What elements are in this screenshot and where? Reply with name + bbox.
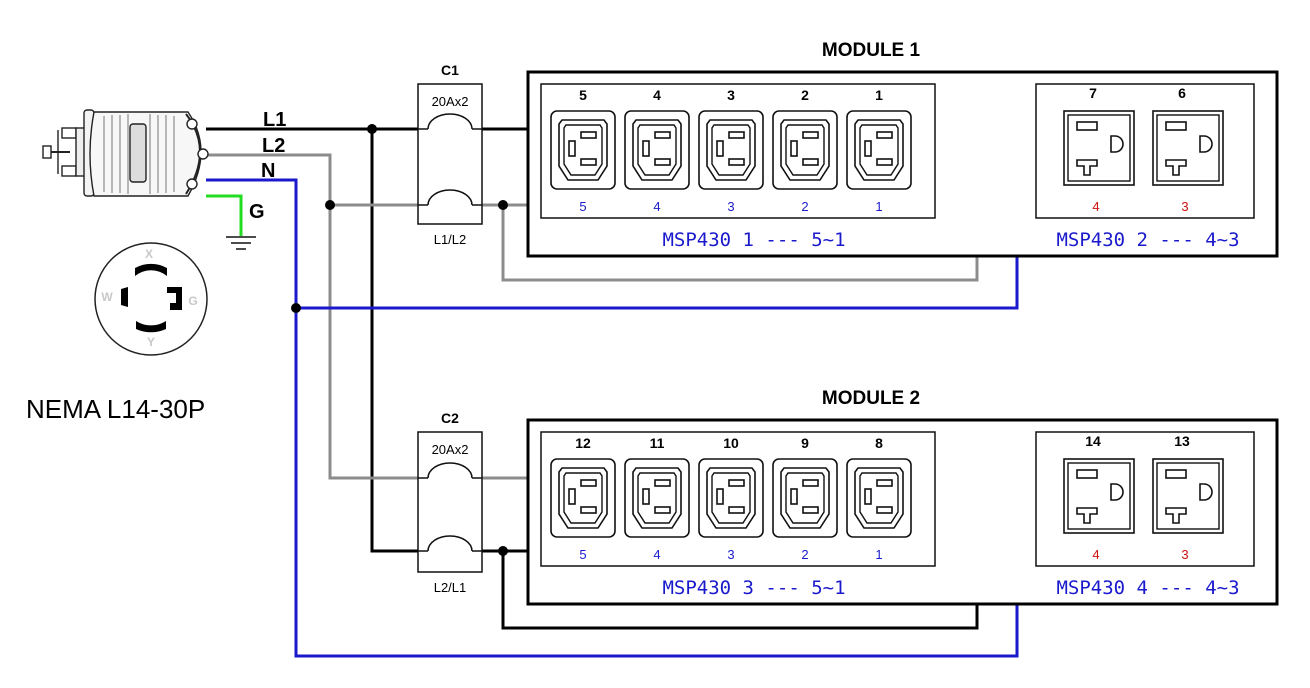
wire-label-l1: L1 <box>263 109 286 131</box>
outlet-number: 9 <box>801 435 809 451</box>
junction-dot <box>291 303 301 313</box>
outlet-number: 3 <box>727 87 735 103</box>
channel-number: 4 <box>653 199 660 214</box>
wire-l2 <box>206 153 418 480</box>
channel-number: 1 <box>875 547 882 562</box>
receptacle-outlet-icon <box>1152 458 1224 534</box>
c13-outlet-icon <box>846 458 912 538</box>
outlet-number: 4 <box>653 87 661 103</box>
c13-outlet-icon <box>846 110 912 190</box>
junction-dot <box>325 200 335 210</box>
face-pin-y: Y <box>147 335 155 349</box>
receptacle-outlet-icon <box>1152 110 1224 186</box>
outlet-number: 11 <box>650 435 665 451</box>
breaker-phase: L2/L1 <box>434 580 467 595</box>
controller-label: MSP430 1 --- 5~1 <box>662 229 845 251</box>
channel-number: 3 <box>1181 199 1188 214</box>
breaker-phase: L1/L2 <box>434 232 467 247</box>
plug-icon <box>42 109 209 197</box>
channel-number: 5 <box>579 199 586 214</box>
wire-ground <box>206 194 243 236</box>
junction-dot <box>498 546 508 556</box>
receptacle-outlet-icon <box>1063 458 1135 534</box>
outlet-number: 8 <box>875 435 883 451</box>
face-pin-g: G <box>188 294 197 308</box>
c13-outlet-icon <box>698 110 764 190</box>
controller-label: MSP430 2 --- 4~3 <box>1056 229 1239 251</box>
outlet-number: 5 <box>579 87 587 103</box>
channel-number: 4 <box>653 547 660 562</box>
breaker-id: C1 <box>441 62 459 78</box>
c13-outlet-icon <box>624 458 690 538</box>
c13-outlet-icon <box>624 110 690 190</box>
face-pin-w: W <box>101 290 113 304</box>
face-pin-x: X <box>145 247 153 261</box>
wire-label-g: G <box>249 201 265 223</box>
channel-number: 3 <box>1181 547 1188 562</box>
outlet-number: 6 <box>1178 85 1186 101</box>
breaker-id: C2 <box>441 410 459 426</box>
receptacle-outlet-icon <box>1063 110 1135 186</box>
module-title: MODULE 2 <box>822 388 920 409</box>
controller-label: MSP430 3 --- 5~1 <box>662 577 845 599</box>
channel-number: 3 <box>727 199 734 214</box>
channel-number: 3 <box>727 547 734 562</box>
outlet-number: 1 <box>875 87 883 103</box>
junction-dot <box>498 200 508 210</box>
c13-outlet-icon <box>772 458 838 538</box>
outlet-number: 14 <box>1085 433 1101 449</box>
wire-label-l2: L2 <box>262 135 285 157</box>
outlet-number: 12 <box>575 435 591 451</box>
module-title: MODULE 1 <box>822 40 921 61</box>
ground-symbol <box>226 236 256 250</box>
breaker-rating: 20Ax2 <box>432 442 469 457</box>
junction-dot <box>367 124 377 134</box>
c13-outlet-icon <box>772 110 838 190</box>
outlet-number: 7 <box>1089 85 1097 101</box>
breaker-rating: 20Ax2 <box>432 94 469 109</box>
channel-number: 4 <box>1092 547 1099 562</box>
c13-outlet-icon <box>550 110 616 190</box>
channel-number: 1 <box>875 199 882 214</box>
channel-number: 5 <box>579 547 586 562</box>
plug-face: X W G Y <box>94 242 208 356</box>
junction-dots <box>291 124 508 556</box>
wire-l1-bus <box>370 129 418 553</box>
outlet-number: 10 <box>723 435 739 451</box>
outlet-number: 2 <box>801 87 809 103</box>
c13-outlet-icon <box>698 458 764 538</box>
controller-label: MSP430 4 --- 4~3 <box>1056 577 1239 599</box>
wire-label-n: N <box>261 160 275 182</box>
channel-number: 2 <box>801 547 808 562</box>
plug-title: NEMA L14-30P <box>26 394 205 424</box>
channel-number: 2 <box>801 199 808 214</box>
c13-outlet-icon <box>550 458 616 538</box>
outlet-number: 13 <box>1174 433 1190 449</box>
channel-number: 4 <box>1092 199 1099 214</box>
